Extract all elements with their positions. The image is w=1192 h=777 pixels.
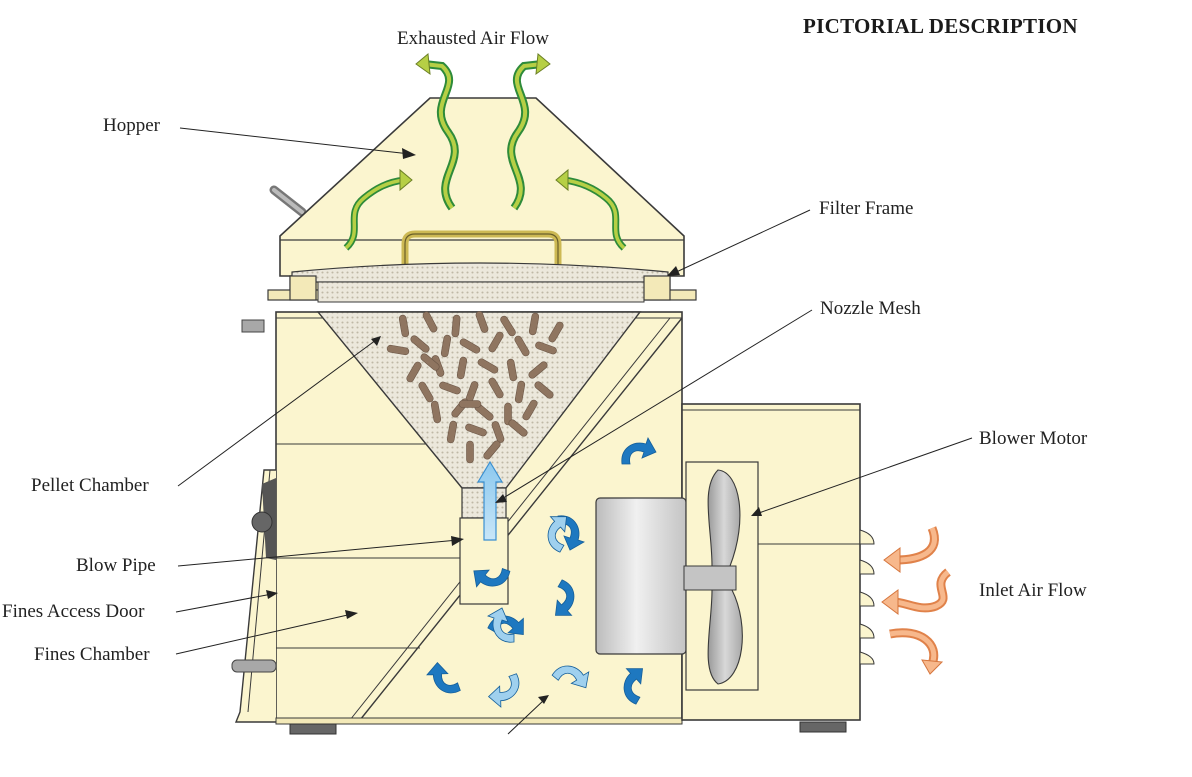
exhausted-air-flow-label: Exhausted Air Flow: [397, 28, 549, 49]
swirl-arrow: [621, 437, 657, 465]
pellet: [528, 361, 548, 379]
pellet: [446, 420, 458, 444]
page-title: PICTORIAL DESCRIPTION: [803, 14, 1078, 38]
swirl-arrow: [551, 665, 590, 689]
pellet-group: [386, 311, 564, 464]
swirl-arrow: [555, 579, 575, 616]
pellet: [410, 335, 430, 353]
swirl-arrow: [487, 607, 515, 643]
pellet: [500, 315, 516, 337]
pellet: [386, 344, 410, 356]
pellet: [466, 440, 474, 464]
swirl-arrow: [426, 661, 461, 694]
pellet: [451, 314, 461, 338]
inlet-air-flow-label: Inlet Air Flow: [979, 580, 1087, 601]
fines-chamber-label: Fines Chamber: [34, 644, 150, 665]
pellet: [439, 381, 461, 395]
pellet-chamber: [316, 311, 642, 489]
swirl-arrow: [487, 673, 520, 708]
pellet: [504, 402, 512, 426]
pellet: [456, 356, 468, 380]
pellet: [488, 377, 504, 399]
pellet: [398, 314, 410, 338]
leader-arrowheads: [266, 148, 762, 704]
pellet: [440, 334, 452, 358]
circulating-air-arrows: [426, 437, 657, 708]
hopper-label: Hopper: [103, 115, 160, 136]
pellet: [548, 321, 564, 343]
nozzle-mesh-label: Nozzle Mesh: [820, 298, 921, 319]
leader-lines: [175, 127, 973, 735]
pellet: [535, 341, 557, 355]
pellet: [418, 381, 434, 403]
fines-access-door-label: Fines Access Door: [2, 601, 145, 622]
pellet: [488, 331, 504, 353]
pellet: [514, 335, 530, 357]
swirl-arrow: [473, 567, 511, 588]
pellet: [508, 419, 528, 437]
filter-frame-label: Filter Frame: [819, 198, 914, 219]
pellet-chamber-label: Pellet Chamber: [31, 475, 149, 496]
blow-pipe-label: Blow Pipe: [76, 555, 156, 576]
pellet: [475, 311, 489, 333]
pellet: [420, 353, 440, 371]
exhausted-air-flow-arrows: [343, 53, 627, 251]
pellet: [406, 361, 422, 383]
pellet: [528, 312, 540, 336]
pellet: [458, 400, 482, 408]
pellet: [465, 423, 487, 437]
pellet: [430, 400, 442, 424]
pellet: [491, 421, 505, 443]
blower-motor-label: Blower Motor: [979, 428, 1088, 449]
pellet: [534, 381, 554, 399]
pellet: [477, 358, 499, 374]
filter-frame: [241, 230, 697, 333]
pellet: [522, 399, 538, 421]
blower-motor: [595, 461, 759, 691]
swirl-group: [426, 437, 657, 708]
swirl-arrow: [623, 668, 643, 705]
pellet: [422, 311, 438, 333]
pellet: [483, 440, 501, 460]
pellet: [514, 380, 526, 404]
pellet: [506, 358, 518, 382]
pellet: [459, 338, 481, 354]
inlet-air-flow-arrows: [881, 526, 952, 675]
swirl-arrow: [547, 516, 567, 553]
